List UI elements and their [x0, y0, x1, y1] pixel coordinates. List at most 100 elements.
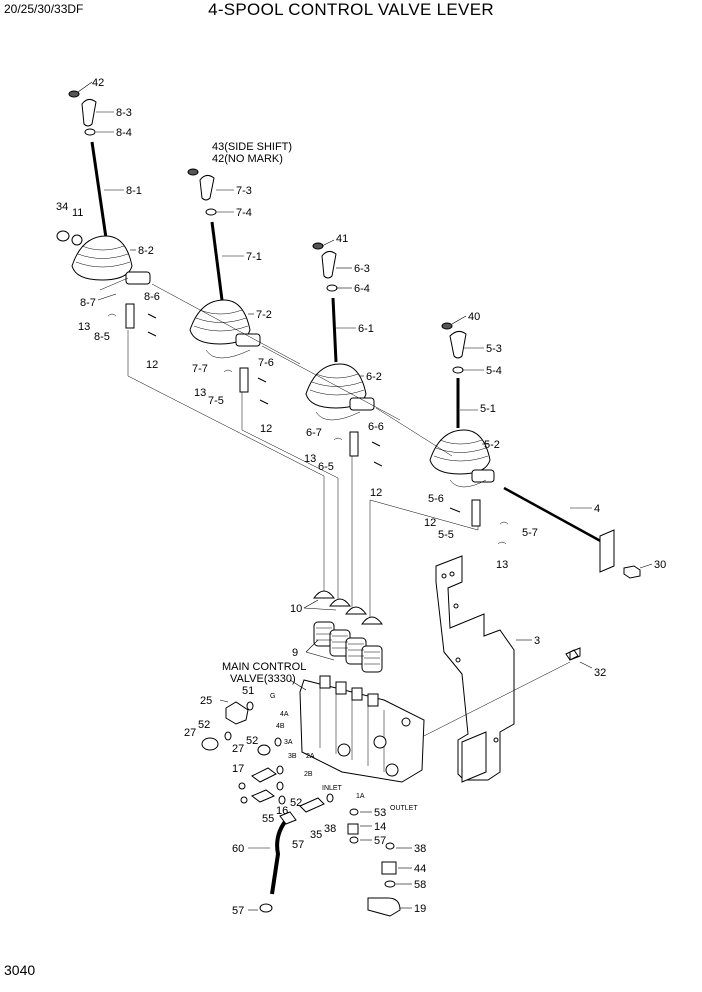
callout-44: 44 [414, 863, 426, 875]
callout-41: 41 [336, 233, 348, 245]
assembly-guide-lines [127, 283, 479, 620]
mounting-bracket-3: 3 32 [411, 555, 606, 783]
valve-name-line2: VALVE(3330) [230, 673, 296, 685]
nut-5-4 [452, 366, 464, 374]
callout-3: 3 [534, 635, 540, 647]
callout-4: 4 [594, 503, 600, 515]
link-8-5 [125, 303, 135, 329]
callout-5-5: 5-5 [438, 529, 454, 541]
main-control-valve-3330: MAIN CONTROL VALVE(3330) G 4A 4B 3A 3B 2… [222, 661, 425, 812]
callout-38-a: 38 [324, 823, 336, 835]
callout-7-6: 7-6 [258, 357, 274, 369]
callout-25: 25 [200, 695, 212, 707]
callout-53: 53 [374, 807, 386, 819]
callout-12-b: 12 [260, 423, 272, 435]
callout-8-2: 8-2 [138, 245, 154, 257]
callout-6-2: 6-2 [366, 371, 382, 383]
callout-5-7: 5-7 [522, 527, 538, 539]
cap-40 [441, 322, 453, 330]
boot-7-2 [189, 299, 251, 345]
nut-6-4 [326, 284, 338, 292]
port-outlet: OUTLET [390, 805, 418, 812]
callout-58: 58 [414, 879, 426, 891]
callout-38-b: 38 [414, 843, 426, 855]
callout-34: 34 [56, 201, 68, 213]
callout-13-a: 13 [78, 321, 90, 333]
bolt-30 [623, 565, 641, 579]
port-2b: 2B [304, 771, 313, 778]
link-7-5 [239, 367, 249, 393]
knob-8-3 [81, 98, 97, 127]
page-title: 4-SPOOL CONTROL VALVE LEVER [208, 0, 494, 19]
callout-12-d: 12 [424, 517, 436, 529]
callout-35: 35 [310, 829, 322, 841]
callout-6-7: 6-7 [306, 427, 322, 439]
port-4a: 4A [280, 711, 289, 718]
lever-assembly-5: 40 5-3 5-4 5-1 5-2 5-6 12 5-5 5-7 13 4 3… [424, 311, 666, 579]
callout-51: 51 [242, 685, 254, 697]
callout-13-d: 13 [496, 559, 508, 571]
bracket-7-6 [235, 333, 261, 347]
callout-6-3: 6-3 [354, 263, 370, 275]
callout-43: 43(SIDE SHIFT) [212, 141, 292, 153]
callout-8-1: 8-1 [126, 185, 142, 197]
shaft-end-plate [599, 529, 615, 573]
callout-8-4: 8-4 [116, 127, 132, 139]
callout-5-1: 5-1 [480, 403, 496, 415]
callout-52-b: 52 [246, 735, 258, 747]
callout-27-b: 27 [232, 743, 244, 755]
callout-30: 30 [654, 559, 666, 571]
bracket-6-6 [349, 397, 375, 411]
port-inlet: INLET [322, 785, 343, 792]
cap-41 [312, 242, 324, 250]
callout-13-c: 13 [304, 453, 316, 465]
callout-7-2: 7-2 [256, 309, 272, 321]
callout-27-a: 27 [184, 727, 196, 739]
callout-5-3: 5-3 [486, 343, 502, 355]
callout-32: 32 [594, 667, 606, 679]
callout-7-3: 7-3 [236, 185, 252, 197]
callout-12-a: 12 [146, 359, 158, 371]
callout-17: 17 [232, 763, 244, 775]
callout-57-c: 57 [232, 905, 244, 917]
port-3b: 3B [288, 753, 297, 760]
callout-8-7: 8-7 [80, 297, 96, 309]
callout-55: 55 [262, 813, 274, 825]
callout-5-2: 5-2 [484, 439, 500, 451]
port-3a: 3A [284, 739, 293, 746]
nut-7-4 [205, 208, 217, 216]
nut-34 [56, 230, 70, 242]
callout-7-7: 7-7 [192, 363, 208, 375]
callout-52-c: 52 [290, 797, 302, 809]
knob-5-3 [449, 330, 467, 359]
callout-13-b: 13 [194, 387, 206, 399]
valve-fittings: 25 51 52 27 27 52 17 52 16 55 57 35 38 6… [184, 685, 336, 917]
port-1a: 1A [356, 793, 365, 800]
callout-7-1: 7-1 [246, 251, 262, 263]
spool-caps-and-springs: 10 9 [290, 590, 383, 673]
callout-6-1: 6-1 [358, 323, 374, 335]
callout-60: 60 [232, 843, 244, 855]
cap-42-top [68, 90, 80, 98]
callout-19: 19 [414, 903, 426, 915]
callout-40: 40 [468, 311, 480, 323]
callout-6-4: 6-4 [354, 283, 370, 295]
lever-assembly-7: 43(SIDE SHIFT) 42(NO MARK) 7-3 7-4 7-1 7… [187, 141, 292, 435]
callout-6-6: 6-6 [368, 421, 384, 433]
nut-8-4 [84, 128, 96, 136]
callout-57-a: 57 [292, 839, 304, 851]
washer-11 [71, 234, 83, 246]
port-2a: 2A [306, 753, 315, 760]
callout-10: 10 [290, 603, 302, 615]
boot-6-2 [305, 363, 367, 409]
callout-7-5: 7-5 [208, 395, 224, 407]
callout-52-a: 52 [198, 719, 210, 731]
boot-8-2 [71, 235, 133, 281]
bracket-8-6 [125, 271, 151, 285]
bracket-5-6 [471, 469, 495, 483]
link-5-5 [471, 499, 481, 527]
callout-42: 42 [92, 77, 104, 89]
outlet-fittings: 53 14 57 38 44 58 19 [347, 807, 426, 917]
